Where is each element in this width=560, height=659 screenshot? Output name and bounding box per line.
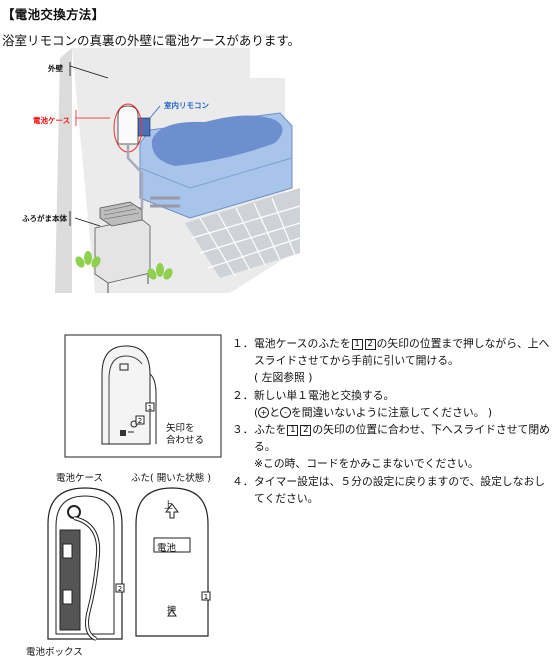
step-2-note: (+と-を間違いないように注意してください。 ) bbox=[232, 404, 552, 421]
label-up: 上 bbox=[164, 501, 174, 511]
step-text: 新しい単１電池と交換する。 bbox=[254, 388, 395, 402]
svg-text:1: 1 bbox=[204, 593, 208, 601]
arrow-note-line1: 矢印を bbox=[166, 423, 195, 434]
svg-text:1: 1 bbox=[148, 404, 152, 412]
step-text-part: 電池ケースのふたを bbox=[254, 337, 351, 350]
page-title: 【電池交換方法】 bbox=[2, 7, 105, 22]
bathroom-illustration bbox=[55, 48, 301, 293]
label-battery-box: 電池ボックス bbox=[26, 647, 83, 658]
minus-icon: - bbox=[280, 406, 292, 418]
arrow-note-line2: 合わせる bbox=[166, 435, 205, 446]
box-number-1: 1 bbox=[287, 425, 299, 437]
step-text-part: の矢印の位置に合わせ、下へスライドさせて閉める。 bbox=[254, 423, 550, 454]
step-text: ( 左図参照 ) bbox=[254, 371, 313, 385]
label-indoor-remote: 室内リモコン bbox=[164, 101, 209, 110]
step-number bbox=[232, 369, 254, 386]
label-lid-open: ふた( 開いた状態 ) bbox=[131, 473, 211, 484]
step-number bbox=[232, 455, 254, 472]
step-number: ４． bbox=[232, 474, 254, 488]
step-text-part: ふたを bbox=[254, 423, 287, 437]
label-battery-case: 電池ケース bbox=[33, 116, 71, 125]
step-1-note: ( 左図参照 ) bbox=[232, 369, 552, 386]
box-number-2: 2 bbox=[300, 425, 312, 437]
box-number-1: 1 bbox=[351, 339, 363, 350]
step-number: ３． bbox=[232, 423, 254, 437]
label-press: 押 bbox=[167, 606, 177, 616]
label-battery: 電池 bbox=[157, 543, 177, 554]
svg-text:2: 2 bbox=[138, 417, 142, 425]
step-text-part: と bbox=[269, 405, 281, 419]
label-case-open: 電池ケース bbox=[56, 473, 104, 484]
svg-text:2: 2 bbox=[118, 585, 122, 593]
box-number-2: 2 bbox=[364, 339, 376, 350]
step-number bbox=[232, 404, 254, 421]
intro-text: 浴室リモコンの真裏の外壁に電池ケースがあります。 bbox=[2, 33, 301, 48]
step-4: ４． タイマー設定は、５分の設定に戻りますので、設定しなおしてください。 bbox=[232, 473, 552, 507]
step-text-part: を間違いないように注意してください。 ) bbox=[291, 405, 493, 419]
step-text: ※この時、コードをかみこまないでください。 bbox=[254, 457, 479, 471]
step-number: ２． bbox=[232, 388, 254, 402]
plus-icon: + bbox=[258, 406, 270, 418]
label-wall: 外壁 bbox=[48, 64, 63, 73]
step-2: ２． 新しい単１電池と交換する。 bbox=[232, 387, 552, 404]
step-number: １． bbox=[232, 337, 254, 350]
step-text: タイマー設定は、５分の設定に戻りますので、設定しなおしてください。 bbox=[254, 474, 546, 505]
step-3-note: ※この時、コードをかみこまないでください。 bbox=[232, 455, 552, 472]
step-text-part: ( bbox=[254, 405, 259, 419]
step-text: (+と-を間違いないように注意してください。 ) bbox=[254, 404, 552, 421]
battery-case-closed-diagram: 1 2 bbox=[64, 334, 222, 458]
step-text-part: の矢印の位置まで押しながら、上へスライドさせてから手前に引いて開ける。 bbox=[254, 337, 550, 368]
battery-lid-diagram: 1 bbox=[135, 487, 211, 637]
label-boiler: ふろがま本体 bbox=[22, 214, 67, 223]
battery-case-open-diagram: 2 bbox=[47, 487, 125, 641]
